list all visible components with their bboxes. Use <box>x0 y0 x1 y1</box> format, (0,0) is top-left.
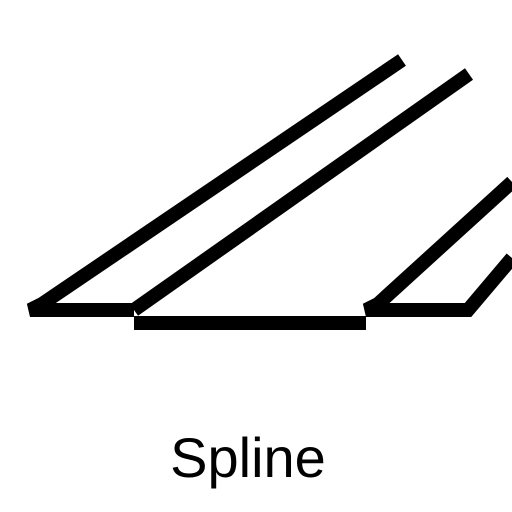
right-board-outline <box>362 176 512 317</box>
left-board-outline <box>26 54 406 317</box>
caption-label: Spline <box>170 426 326 489</box>
middle-board-edge <box>129 68 474 316</box>
